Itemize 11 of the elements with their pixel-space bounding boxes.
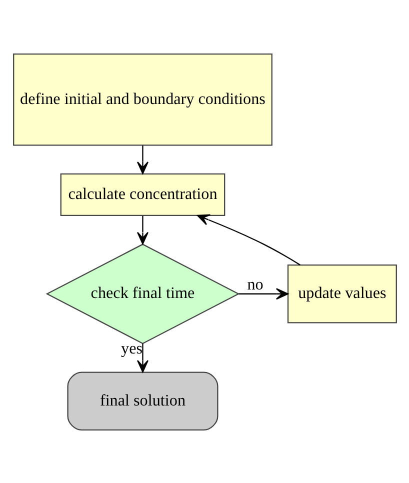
node-box: define initial and boundary conditions xyxy=(12,53,272,146)
arrow xyxy=(238,288,288,300)
node-box: calculate concentration xyxy=(60,172,225,216)
arrow xyxy=(136,215,148,244)
node-box: update values xyxy=(286,264,396,323)
node-diamond: check final time xyxy=(45,243,240,344)
arrow xyxy=(136,343,148,372)
node-box: final solution xyxy=(66,371,218,430)
arrow xyxy=(136,145,148,174)
edge-label: no xyxy=(246,276,263,293)
arrow xyxy=(196,214,300,265)
